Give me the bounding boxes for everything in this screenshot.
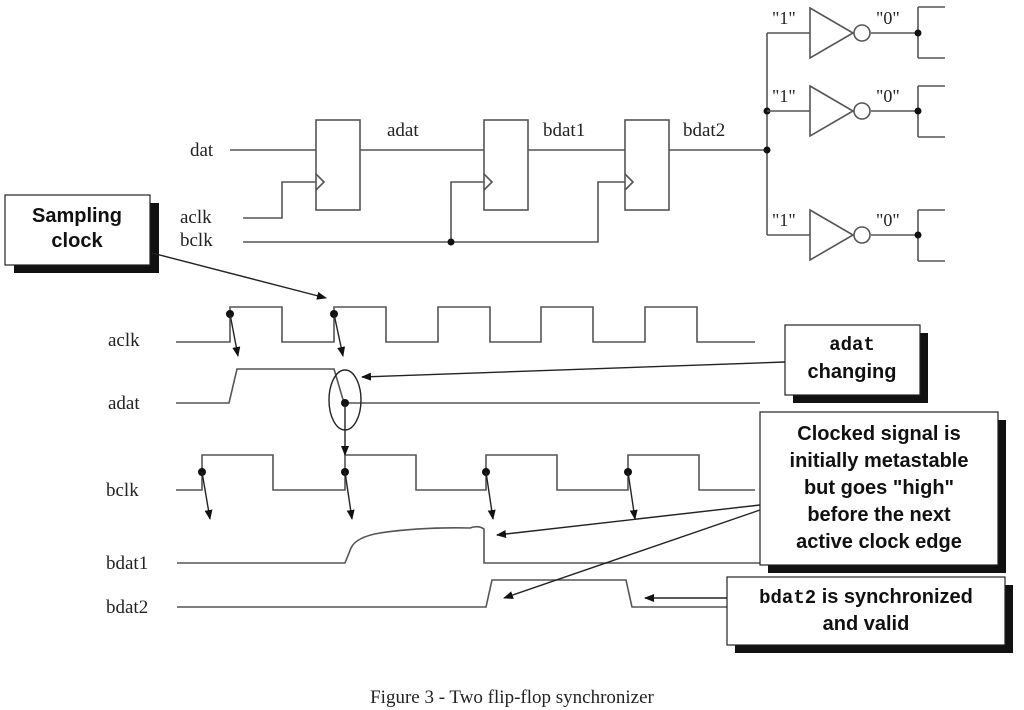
- figure-caption: Figure 3 - Two flip-flop synchronizer: [370, 687, 654, 708]
- svg-text:clock: clock: [51, 230, 103, 252]
- label-bclk: bclk: [106, 480, 139, 501]
- label-bdat1-net: bdat1: [543, 120, 585, 141]
- output-value: "0": [876, 210, 900, 230]
- output-value: "0": [876, 8, 900, 28]
- svg-text:adat: adat: [829, 334, 875, 356]
- callout-adat-changing: adat changing: [361, 324, 928, 403]
- label-dat: dat: [190, 140, 214, 161]
- svg-text:and valid: and valid: [823, 613, 910, 635]
- timing-diagram: aclk adat bclk bdat1 bdat2: [106, 306, 760, 618]
- aclk-waveform: [176, 306, 755, 343]
- label-bdat1: bdat1: [106, 553, 148, 574]
- label-bclk-input: bclk: [180, 230, 213, 251]
- svg-text:active clock edge: active clock edge: [796, 531, 962, 553]
- svg-text:initially metastable: initially metastable: [790, 450, 969, 472]
- label-aclk-input: aclk: [180, 207, 212, 228]
- label-aclk: aclk: [108, 330, 140, 351]
- callout-sampling-clock: Sampling clock: [4, 194, 327, 300]
- bclk-wire: [243, 181, 625, 243]
- svg-text:Clocked signal is: Clocked signal is: [797, 423, 960, 445]
- label-bdat2: bdat2: [106, 597, 148, 618]
- input-value: "1": [772, 210, 796, 230]
- flip-flop-3: [624, 119, 670, 211]
- flip-flop-1: [315, 119, 361, 211]
- svg-text:before the next: before the next: [807, 504, 951, 526]
- bdat1-waveform: [177, 525, 760, 564]
- inverter-1: "1" "0": [767, 6, 945, 60]
- callout-clocked-signal: Clocked signal is initially metastable b…: [496, 411, 1006, 599]
- label-adat: adat: [108, 393, 140, 414]
- junction-dot: [763, 146, 771, 154]
- svg-text:changing: changing: [808, 361, 897, 383]
- svg-text:Sampling: Sampling: [32, 205, 122, 227]
- svg-text:but goes "high": but goes "high": [804, 477, 954, 499]
- svg-text:bdat2 is synchronized: bdat2 is synchronized: [759, 586, 973, 609]
- bdat2-waveform: [177, 579, 727, 608]
- label-adat-net: adat: [387, 120, 419, 141]
- clock-edge-markers: [198, 310, 638, 520]
- inverter-2: "1" "0": [767, 84, 945, 138]
- inverter-3: "1" "0": [767, 208, 945, 262]
- flip-flop-2: [483, 119, 529, 211]
- callout-bdat2-synchronized: bdat2 is synchronized and valid: [644, 576, 1013, 653]
- label-bdat2-net: bdat2: [683, 120, 725, 141]
- schematic: dat aclk bclk adat bdat1 bdat2 "1": [180, 6, 945, 262]
- bclk-waveform: [176, 454, 755, 491]
- input-value: "1": [772, 86, 796, 106]
- aclk-wire: [243, 181, 316, 219]
- input-value: "1": [772, 8, 796, 28]
- output-value: "0": [876, 86, 900, 106]
- adat-waveform: [176, 368, 760, 404]
- junction-dot: [447, 238, 455, 246]
